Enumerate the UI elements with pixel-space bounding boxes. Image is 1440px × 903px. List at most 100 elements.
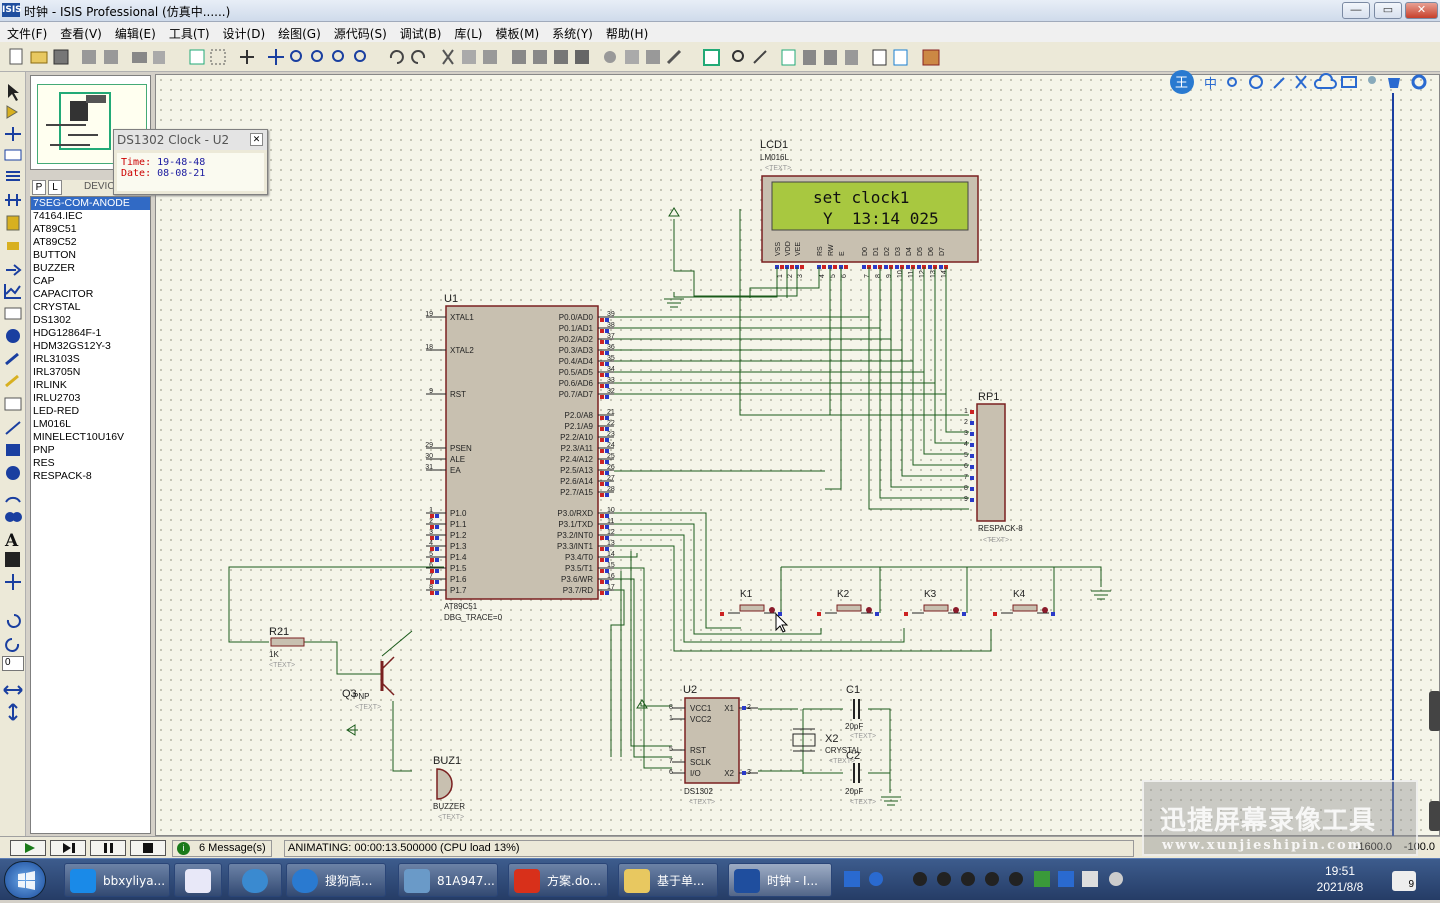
label-mode-icon[interactable] [4,149,22,161]
mirror-x-icon[interactable] [3,685,23,695]
ime-keyboard-icon[interactable] [1341,76,1357,88]
device-item[interactable]: BUZZER [33,262,75,274]
bom-icon[interactable] [803,50,816,65]
zoom-out-icon[interactable] [311,50,323,62]
ares-icon[interactable] [824,50,837,65]
device-item[interactable]: CRYSTAL [33,301,81,313]
ds1302-popup-window[interactable]: DS1302 Clock - U2 ✕ Time: 19-48-48 Date:… [113,129,268,195]
menu-system[interactable]: 系统(Y) [552,27,593,41]
device-item[interactable]: RES [33,457,55,469]
menu-tools[interactable]: 工具(T) [168,27,210,41]
block-delete-icon[interactable] [575,50,589,64]
print-area-icon[interactable] [153,51,165,64]
key-button-4[interactable]: K4 [993,589,1055,616]
qq-tray-icon-3[interactable] [961,872,975,886]
app-tray-icon-2[interactable] [1058,871,1074,887]
save-icon[interactable] [53,49,69,65]
network-tray-icon[interactable] [1109,872,1123,886]
qq-tray-icon-4[interactable] [985,872,999,886]
package-icon[interactable] [646,50,660,64]
import-icon[interactable] [82,50,96,64]
notification-badge[interactable]: 9 [1392,871,1416,891]
app-tray-icon-3[interactable] [1082,871,1098,887]
menu-edit[interactable]: 编辑(E) [114,27,156,41]
c1-component[interactable]: C1 20pF <TEXT> [845,684,876,740]
task-ie[interactable] [228,863,282,897]
wire-autoroute-icon[interactable] [703,49,720,66]
qq-tray-icon[interactable] [913,872,927,886]
device-item[interactable]: AT89C51 [33,223,77,235]
device-item[interactable]: CAPACITOR [33,288,94,300]
circle-tool-icon[interactable] [6,466,20,480]
selection-mode-icon[interactable] [8,84,19,101]
device-item[interactable]: BUTTON [33,249,76,261]
electrical-check-icon[interactable] [845,50,858,65]
origin-icon[interactable] [240,50,254,64]
ime-punct-icon[interactable] [1227,77,1237,87]
ime-toolbar[interactable]: 王 中 [1168,70,1436,96]
device-item[interactable]: RESPACK-8 [33,470,92,482]
ares-pcb-icon[interactable] [922,49,940,66]
ime-tools-icon[interactable] [1295,75,1307,89]
menu-view[interactable]: 查看(V) [60,27,102,41]
start-button[interactable] [4,861,46,899]
ime-skin-icon[interactable] [1388,78,1400,88]
terminal-icon[interactable] [7,242,19,250]
property-tool-icon[interactable] [753,50,767,64]
pin-icon[interactable] [6,264,22,276]
key-button-2[interactable]: K2 [817,589,879,616]
c2-component[interactable]: C2 20pF <TEXT> [845,750,876,806]
qq-tray-icon-5[interactable] [1009,872,1023,886]
device-item[interactable]: LM016L [33,418,71,430]
r21-component[interactable]: R21 1K <TEXT> [269,626,305,669]
clock[interactable]: 19:51 2021/8/8 [1300,863,1380,895]
device-item[interactable]: 74164.IEC [33,210,83,222]
step-button[interactable] [50,840,86,856]
grid-icon[interactable] [210,49,226,65]
rotate-cw-icon[interactable] [6,614,21,628]
block-rotate-icon[interactable] [554,50,568,64]
menu-library[interactable]: 库(L) [454,27,483,41]
task-isis[interactable]: 时钟 - I... [728,863,832,897]
undo-icon[interactable] [389,50,404,64]
maximize-button[interactable]: ▭ [1374,2,1402,19]
pan-icon[interactable] [268,49,284,65]
graph-icon[interactable] [4,284,21,299]
lcd-component[interactable]: LCD1 LM016L <TEXT> set clock1 Y 13:14 02… [760,139,979,278]
cut-icon[interactable] [442,49,454,65]
schematic-canvas[interactable]: LCD1 LM016L <TEXT> set clock1 Y 13:14 02… [155,74,1440,837]
device-item[interactable]: IRLINK [33,379,67,391]
device-item[interactable]: IRL3103S [33,353,80,365]
device-item[interactable]: HDM32GS12Y-3 [33,340,111,352]
ime-logo-icon[interactable] [1170,70,1194,94]
copy-icon[interactable] [462,50,476,64]
device-item[interactable]: DS1302 [33,314,71,326]
subcircuit-icon[interactable] [6,215,20,231]
device-list[interactable]: 7SEG-COM-ANODE 74164.IEC AT89C51 AT89C52… [30,196,151,834]
zoom-area-icon[interactable] [354,50,366,62]
component-mode-icon[interactable] [6,105,18,119]
device-item[interactable]: 7SEG-COM-ANODE [31,197,150,210]
arc-tool-icon[interactable] [5,496,21,503]
task-image[interactable]: 81A947... [398,863,498,897]
refresh-icon[interactable] [189,49,205,65]
virtual-instrument-icon[interactable] [4,397,22,411]
menu-file[interactable]: 文件(F) [7,27,48,41]
device-item[interactable]: MINELECT10U16V [33,431,125,443]
redo-icon[interactable] [411,50,426,64]
open-folder-icon[interactable] [30,51,48,64]
menu-graph[interactable]: 绘图(G) [278,27,321,41]
paste-icon[interactable] [483,50,497,64]
probe-voltage-icon[interactable] [5,352,19,366]
tape-icon[interactable] [4,307,22,320]
x2-crystal-component[interactable]: X2 CRYSTAL <TEXT> [792,728,862,765]
scroll-handle-lower[interactable] [1429,801,1440,831]
make-device-icon[interactable] [625,50,639,64]
ime-handwrite-icon[interactable] [1273,77,1285,89]
ime-emoji-icon[interactable] [1249,75,1263,89]
scroll-handle[interactable] [1429,691,1440,731]
search-icon[interactable] [732,50,744,62]
netlist-icon[interactable] [781,49,796,66]
zoom-in-icon[interactable] [290,50,302,62]
pause-button[interactable] [90,840,126,856]
